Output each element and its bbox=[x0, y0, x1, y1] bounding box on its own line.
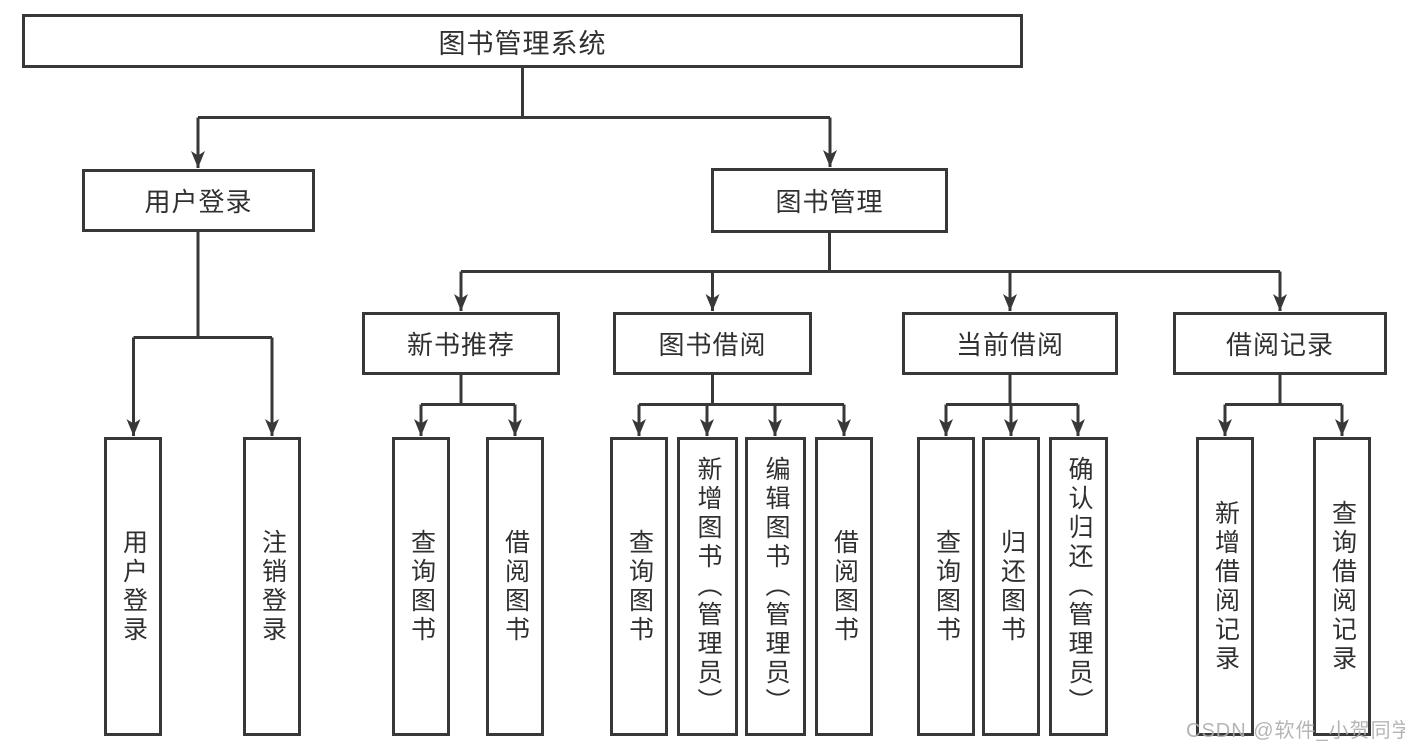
node-current-borrow: 当前借阅 bbox=[902, 312, 1118, 375]
node-root: 图书管理系统 bbox=[22, 14, 1023, 68]
leaf-query-book-recommend: 查询图书 bbox=[392, 437, 450, 736]
node-borrow-records: 借阅记录 bbox=[1173, 312, 1387, 375]
leaf-add-borrow-record: 新增借阅记录 bbox=[1196, 437, 1254, 736]
leaf-query-borrow-record: 查询借阅记录 bbox=[1313, 437, 1371, 736]
leaf-confirm-return-admin: 确认归还（管理员） bbox=[1049, 437, 1108, 736]
leaf-query-book-borrow: 查询图书 bbox=[610, 437, 668, 736]
leaf-return-book: 归还图书 bbox=[982, 437, 1040, 736]
csdn-watermark: CSDN @软件_小贺同学 bbox=[1186, 720, 1405, 742]
node-book-management: 图书管理 bbox=[711, 168, 948, 233]
leaf-user-login: 用户登录 bbox=[104, 437, 162, 736]
leaf-query-book-current: 查询图书 bbox=[917, 437, 975, 736]
leaf-logout: 注销登录 bbox=[243, 437, 301, 736]
leaf-edit-book-admin: 编辑图书（管理员） bbox=[745, 437, 806, 736]
leaf-add-book-admin: 新增图书（管理员） bbox=[677, 437, 738, 736]
leaf-borrow-book: 借阅图书 bbox=[815, 437, 873, 736]
leaf-borrow-book-recommend: 借阅图书 bbox=[486, 437, 544, 736]
node-user-login: 用户登录 bbox=[82, 169, 315, 232]
node-new-book-recommend: 新书推荐 bbox=[362, 312, 560, 375]
node-book-borrow: 图书借阅 bbox=[613, 312, 812, 375]
